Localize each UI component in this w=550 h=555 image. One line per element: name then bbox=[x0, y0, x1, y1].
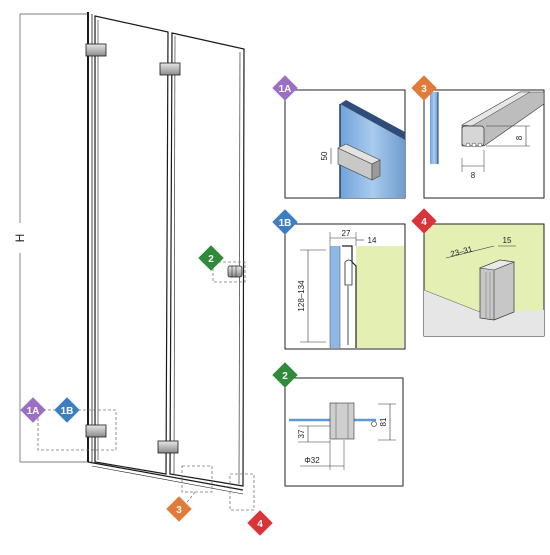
badge-2-main: 2 bbox=[198, 245, 224, 271]
badge-3-main: 3 bbox=[166, 496, 192, 522]
hinge-top-left bbox=[85, 43, 107, 57]
callout-box-1 bbox=[37, 409, 117, 451]
detail-4-dim-b: 15 bbox=[503, 236, 512, 245]
hinge-top-middle bbox=[159, 62, 181, 76]
door-handle bbox=[227, 265, 243, 278]
svg-text:1B: 1B bbox=[279, 218, 292, 229]
detail-1b: 27 14 128–134 bbox=[284, 223, 406, 350]
detail-2-dim-b: 81 bbox=[379, 417, 388, 426]
hinge-bottom-middle bbox=[157, 440, 179, 454]
height-label: H bbox=[13, 234, 27, 243]
svg-text:1A: 1A bbox=[279, 84, 292, 95]
svg-text:1A: 1A bbox=[27, 406, 40, 417]
callout-box-2 bbox=[212, 261, 246, 283]
detail-1b-dim-h: 128–134 bbox=[297, 280, 306, 312]
detail-4: 23–31 15 bbox=[423, 223, 545, 337]
svg-text:4: 4 bbox=[421, 217, 427, 228]
badge-2-detail: 2 bbox=[272, 362, 298, 388]
detail-3-dim-v: 8 bbox=[515, 135, 524, 140]
svg-text:2: 2 bbox=[282, 371, 288, 382]
callout-box-3 bbox=[181, 465, 213, 493]
hinge-bottom-left bbox=[85, 424, 107, 438]
callout-box-4 bbox=[229, 473, 255, 511]
badge-1b-main: 1B bbox=[54, 397, 80, 423]
detail-3: 8 8 bbox=[423, 89, 545, 199]
detail-2: 81 37 Φ32 bbox=[284, 377, 404, 487]
detail-1a: 50 bbox=[284, 89, 406, 199]
svg-text:3: 3 bbox=[421, 84, 427, 95]
detail-2-dim-c: Φ32 bbox=[304, 456, 320, 465]
detail-1b-dim-a: 27 bbox=[342, 229, 351, 238]
detail-1a-dim: 50 bbox=[320, 151, 329, 160]
svg-text:4: 4 bbox=[257, 519, 263, 530]
svg-text:2: 2 bbox=[208, 254, 214, 265]
callout-boxes bbox=[37, 261, 255, 511]
badge-4-main: 4 bbox=[247, 510, 273, 536]
detail-3-dim-h: 8 bbox=[471, 171, 476, 180]
door-panel-left bbox=[94, 15, 169, 475]
badge-1b-detail: 1B bbox=[272, 209, 298, 235]
detail-2-dim-a: 37 bbox=[297, 429, 306, 438]
badge-1a-main: 1A bbox=[20, 397, 46, 423]
shower-door bbox=[85, 12, 245, 495]
svg-text:3: 3 bbox=[176, 505, 182, 516]
badge-3-detail: 3 bbox=[411, 75, 437, 101]
detail-1b-dim-b: 14 bbox=[368, 236, 377, 245]
badge-1a-detail: 1A bbox=[272, 75, 298, 101]
svg-text:1B: 1B bbox=[61, 406, 74, 417]
height-dimension: H bbox=[13, 13, 88, 463]
badge-4-detail: 4 bbox=[411, 208, 437, 234]
door-panel-right bbox=[169, 32, 245, 487]
